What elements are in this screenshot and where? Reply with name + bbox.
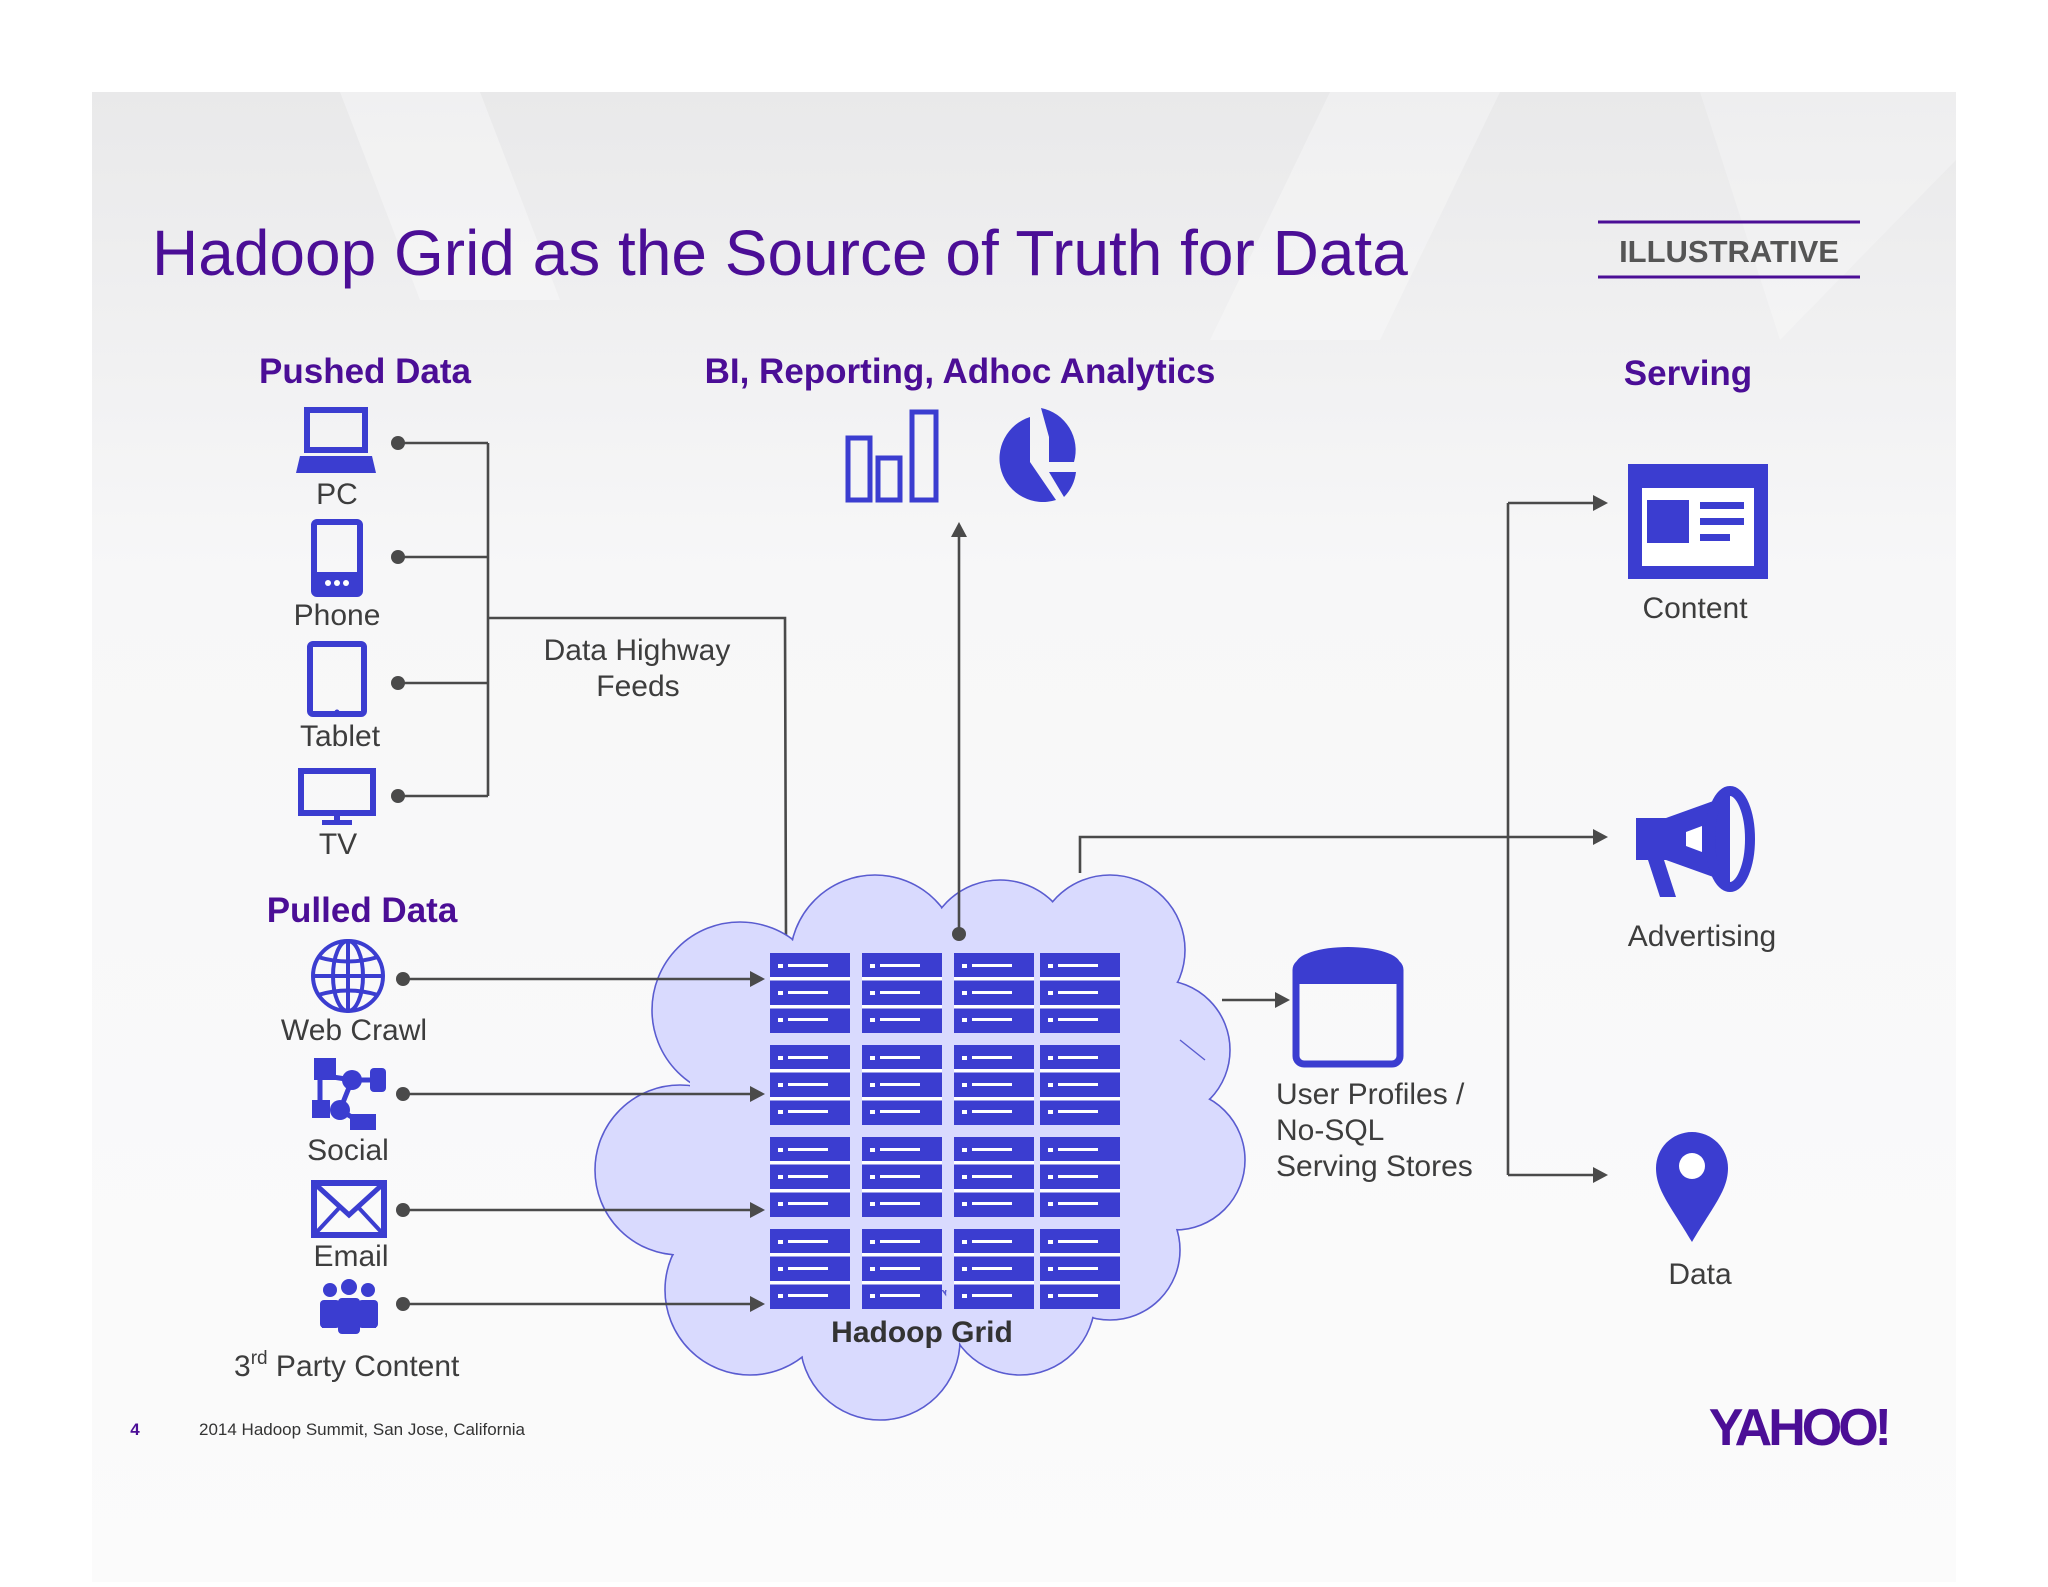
bi-heading: BI, Reporting, Adhoc Analytics [705,352,1216,391]
phone-icon [311,519,363,597]
phone-label: Phone [294,599,381,632]
store-label-line1: User Profiles / [1276,1078,1465,1111]
data-label: Data [1668,1258,1732,1291]
social-label: Social [307,1134,389,1167]
tablet-icon [307,641,367,717]
third-party-label: 3rd Party Content [234,1348,460,1383]
illustrative-badge: ILLUSTRATIVE [1598,220,1860,279]
bi-connector [951,522,967,941]
pie-chart-icon [999,408,1076,502]
email-label: Email [313,1240,388,1273]
bar-chart-icon [845,409,939,503]
web-crawl-label: Web Crawl [281,1014,427,1047]
pc-label: PC [316,478,358,511]
article-icon [1628,464,1768,579]
tablet-label: Tablet [300,720,381,753]
globe-icon [311,939,385,1013]
megaphone-icon [1636,786,1755,897]
laptop-icon [296,407,376,473]
database-icon [1292,947,1404,1068]
badge-label: ILLUSTRATIVE [1619,234,1839,269]
content-label: Content [1642,592,1748,625]
envelope-icon [311,1180,387,1238]
hadoop-grid-label: Hadoop Grid [831,1316,1013,1349]
store-label-line2: No-SQL [1276,1114,1384,1147]
pulled-connectors [396,971,765,1312]
feeds-label-line2: Feeds [596,670,679,703]
people-icon [320,1279,378,1334]
page-number: 4 [130,1420,140,1439]
tv-icon [298,768,376,825]
page-title: Hadoop Grid as the Source of Truth for D… [152,217,1408,289]
footer-text: 2014 Hadoop Summit, San Jose, California [199,1420,526,1439]
map-pin-icon [1656,1132,1728,1242]
store-connector [1222,992,1290,1008]
pulled-data-heading: Pulled Data [267,891,458,930]
advertising-label: Advertising [1628,920,1776,953]
serving-connectors [1078,495,1608,1183]
yahoo-logo: YAHOO! [1709,1399,1888,1457]
tv-label: TV [319,828,357,861]
network-icon [312,1058,386,1130]
feeds-label-line1: Data Highway [544,634,731,667]
store-label-line3: Serving Stores [1276,1150,1473,1183]
serving-heading: Serving [1624,354,1752,393]
pushed-data-heading: Pushed Data [259,352,472,391]
pushed-connectors [391,436,794,952]
